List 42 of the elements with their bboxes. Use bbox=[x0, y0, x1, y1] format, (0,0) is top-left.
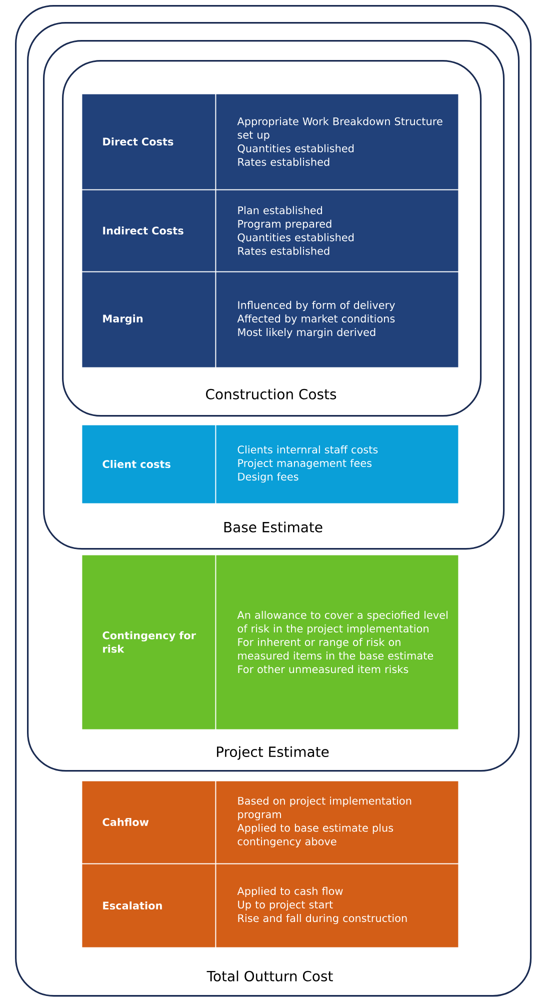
node-label: Affected by market conditions bbox=[237, 314, 395, 325]
row-heading-cell: Client costs bbox=[82, 425, 216, 504]
row-heading-cell: Margin bbox=[82, 272, 216, 368]
node-label: Rates established bbox=[238, 158, 330, 166]
node-label: Quantities established bbox=[238, 233, 354, 243]
node-label: Escalation bbox=[103, 901, 162, 910]
node-label: Most likely margin derived bbox=[238, 328, 376, 338]
node-label: Client costs bbox=[102, 460, 170, 468]
row-heading-cell: Direct Costs bbox=[82, 94, 216, 190]
node-label: Clients internral staff costs bbox=[238, 445, 378, 454]
node-label: Influenced by form of delivery bbox=[238, 300, 395, 312]
description-cell: Applied to cash flow Up to project start Rise and fall during construction bbox=[216, 864, 458, 948]
node-label: Quantities established bbox=[238, 144, 354, 154]
node-label: Direct Costs bbox=[103, 137, 174, 146]
node-label: Cahflow bbox=[102, 818, 149, 826]
node-label: Contingency for risk bbox=[102, 631, 196, 653]
node-label: Margin bbox=[103, 314, 143, 325]
node-label: For other unmeasured item risks bbox=[238, 665, 408, 674]
node-label: An allowance to cover a speciofied level of risk in the project implementation bbox=[237, 610, 448, 635]
node-label: Design fees bbox=[238, 472, 298, 483]
row-heading-cell: Indirect Costs bbox=[82, 190, 216, 272]
node-label: Indirect Costs bbox=[103, 226, 184, 235]
node-label: Program prepared bbox=[238, 220, 332, 230]
description-cell: Plan established Program prepared Quantities established Rates established bbox=[216, 190, 458, 272]
node-label: Project management fees bbox=[238, 458, 372, 470]
node-label: Rise and fall during construction bbox=[238, 914, 407, 924]
row-heading-cell: Escalation bbox=[82, 864, 216, 948]
description-cell: Clients internral staff costs Project management fees Design fees bbox=[216, 425, 458, 504]
node-label: Based on project implementation program bbox=[238, 796, 412, 820]
node-label: Applied to base estimate plus contingency above bbox=[237, 824, 394, 848]
description-cell: Based on project implementation program Applied to base estimate plus contingency above bbox=[216, 781, 458, 864]
row-heading-cell: Contingency for risk bbox=[82, 555, 216, 730]
node-label: Rates established bbox=[238, 246, 330, 255]
description-cell: Appropriate Work Breakdown Structure set up Quantities established Rates established bbox=[216, 94, 458, 190]
description-cell: An allowance to cover a speciofied level of risk in the project implementation For inherent or range of risk on measured items in the base estimate For other unmeasured item risks bbox=[216, 555, 458, 730]
description-cell: Influenced by form of delivery Affected by market conditions Most likely margin derived bbox=[216, 272, 458, 368]
node-label: Plan established bbox=[238, 206, 322, 214]
row-heading-cell: Cahflow bbox=[82, 781, 216, 864]
node-label: Up to project start bbox=[238, 900, 333, 911]
node-label: Applied to cash flow bbox=[237, 886, 343, 898]
node-label: Appropriate Work Breakdown Structure set up bbox=[237, 117, 442, 141]
node-label: For inherent or range of risk on measured items in the base estimate bbox=[238, 638, 434, 660]
